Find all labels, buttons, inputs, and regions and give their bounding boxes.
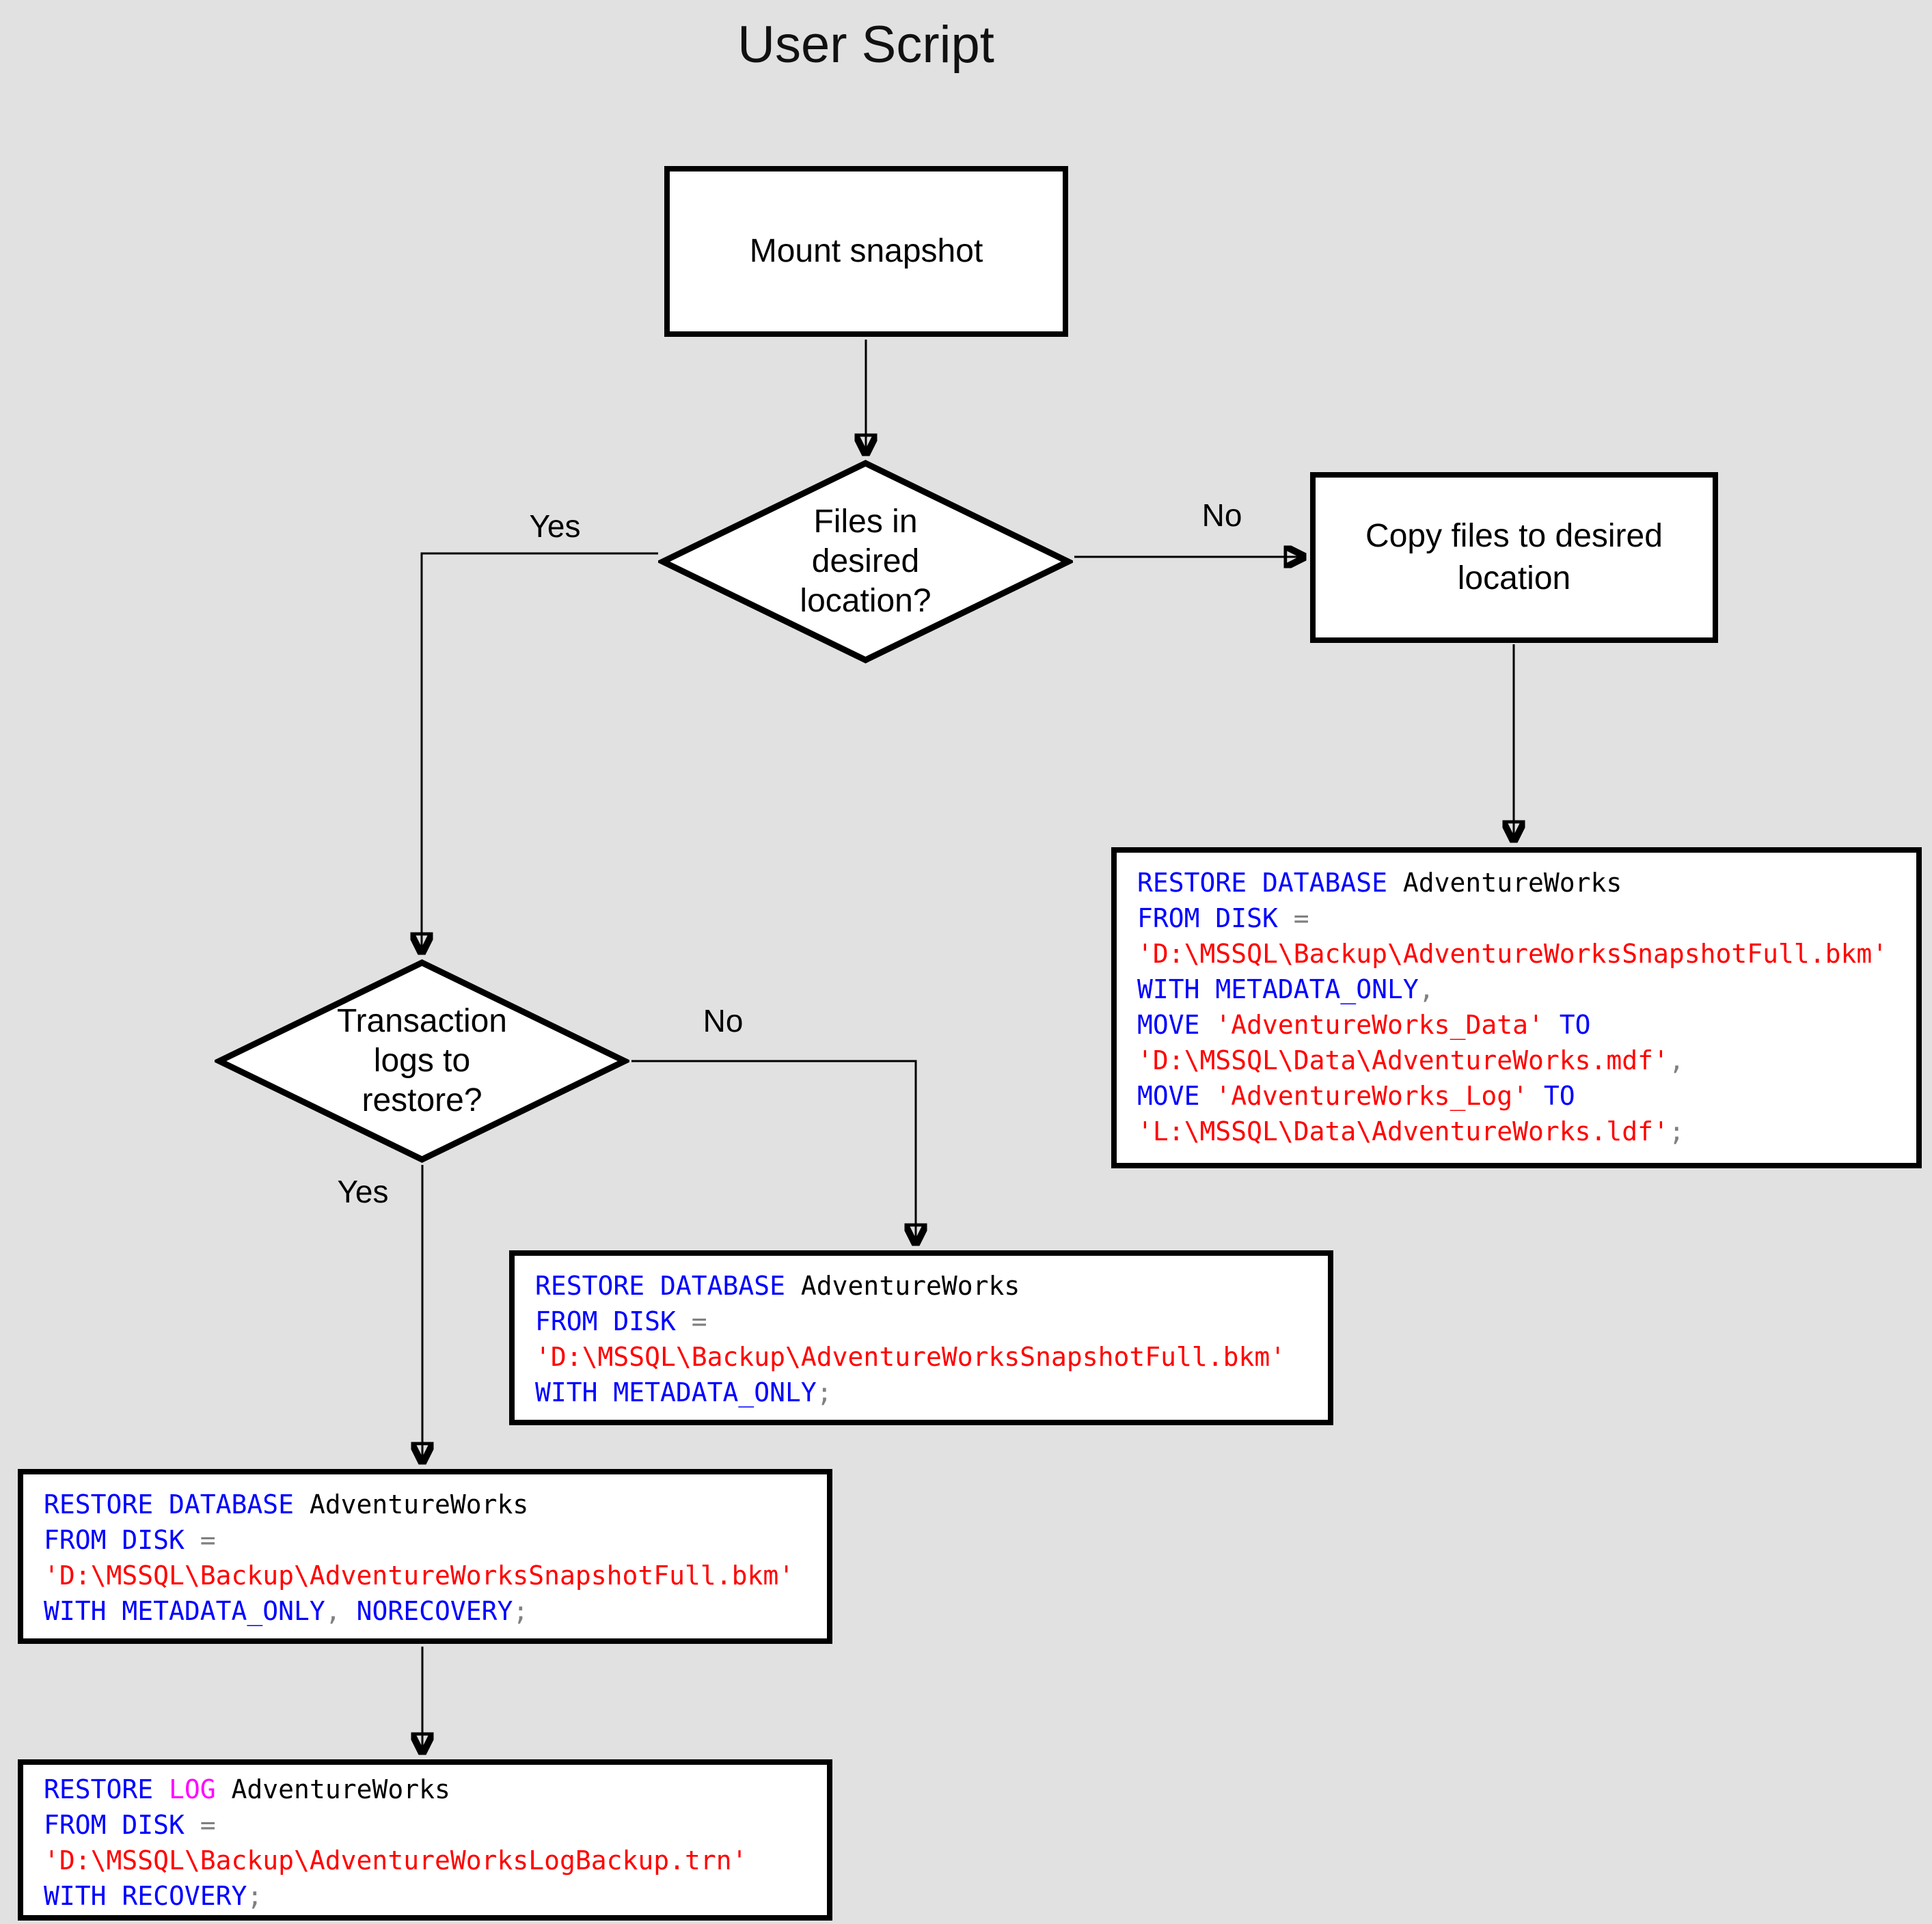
decision-logs-line3: restore? — [362, 1082, 482, 1118]
decision-diamond-shape — [215, 959, 629, 1164]
decision-files-line1: Files in — [813, 504, 918, 540]
decision-logs-line1: Transaction — [337, 1003, 507, 1039]
diagram-title: User Script — [737, 16, 994, 74]
edge-label-files-no: No — [1201, 497, 1242, 533]
node-mount-snapshot-label: Mount snapshot — [749, 233, 983, 269]
node-copy-files-line2: location — [1457, 560, 1571, 596]
edge-label-logs-no: No — [703, 1003, 744, 1039]
edge-label-logs-yes: Yes — [337, 1174, 389, 1209]
decision-logs-line2: logs to — [373, 1043, 471, 1079]
decision-files-line3: location? — [800, 583, 931, 619]
decision-diamond-shape — [658, 459, 1073, 664]
node-copy-files-line1: Copy files to desired — [1365, 518, 1663, 554]
node-mount-snapshot: Mount snapshot — [664, 166, 1068, 337]
decision-files-in-location: Files in desired location? — [658, 459, 1073, 664]
node-copy-files: Copy files to desired location — [1310, 472, 1718, 643]
edge-label-files-yes: Yes — [529, 508, 581, 544]
decision-files-line2: desired — [811, 543, 920, 579]
edge-files-yes-to-logs-decision — [422, 552, 658, 952]
edge-logs-no-to-restore-metadata — [631, 1060, 916, 1243]
decision-transaction-logs: Transaction logs to restore? — [215, 959, 629, 1164]
